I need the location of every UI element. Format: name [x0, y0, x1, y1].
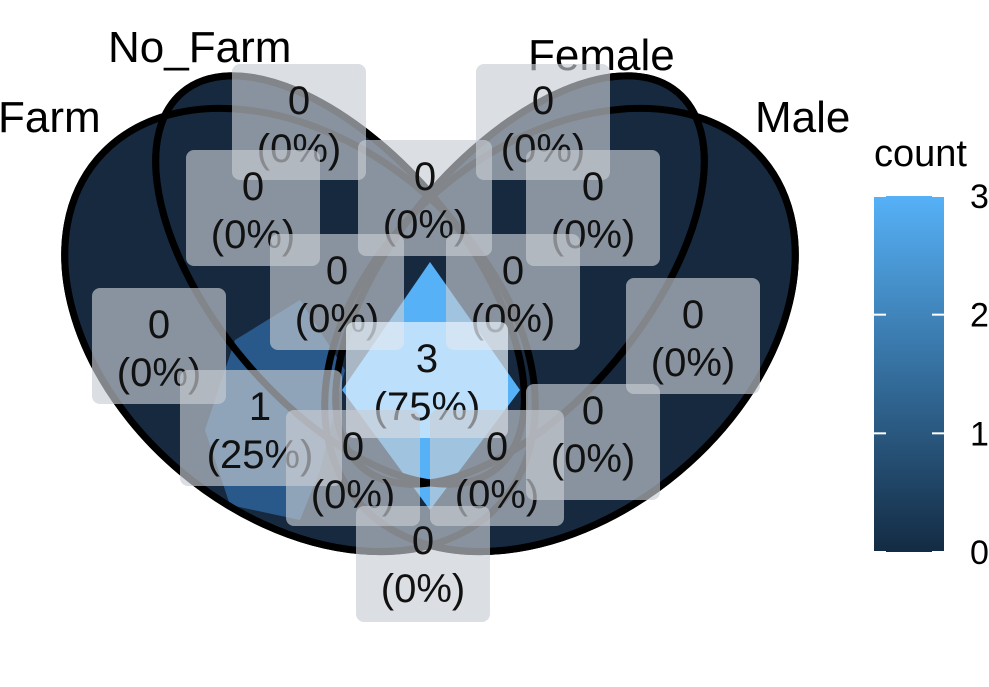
- region-label-farm-male: 0 (0%): [526, 384, 660, 500]
- region-count: 0: [148, 303, 170, 347]
- region-count: 3: [416, 337, 438, 381]
- region-count: 0: [414, 155, 436, 199]
- region-labels: 0 (0%) 0 (0%) 0 (0%) 0 (0%) 0 (0%): [92, 64, 760, 622]
- region-count: 0: [486, 425, 508, 469]
- legend-colorbar: [874, 196, 944, 552]
- legend-ticks: 0 1 2 3: [874, 178, 989, 572]
- region-percent: (0%): [651, 341, 735, 385]
- region-label-nofarm-female-right: 0 (0%): [446, 234, 580, 350]
- region-count: 0: [412, 519, 434, 563]
- set-label-male: Male: [755, 93, 850, 142]
- region-count: 1: [249, 385, 271, 429]
- region-count: 0: [502, 249, 524, 293]
- region-count: 0: [242, 165, 264, 209]
- region-percent: (0%): [381, 567, 465, 611]
- region-label-nofarm-male: 0 (0%): [356, 506, 490, 622]
- color-legend: count 0 1 2 3: [874, 133, 989, 572]
- region-label-male-only: 0 (0%): [626, 278, 760, 394]
- region-count: 0: [532, 79, 554, 123]
- region-count: 0: [582, 389, 604, 433]
- set-label-farm: Farm: [0, 93, 101, 142]
- region-label-all-four: 3 (75%): [346, 322, 508, 438]
- region-percent: (0%): [551, 437, 635, 481]
- region-label-nofarm-female-left: 0 (0%): [270, 234, 404, 350]
- region-count: 0: [342, 425, 364, 469]
- region-count: 0: [682, 293, 704, 337]
- legend-tick-label: 2: [970, 297, 989, 335]
- legend-title: count: [874, 133, 967, 175]
- region-count: 0: [582, 165, 604, 209]
- region-count: 0: [326, 249, 348, 293]
- legend-tick-label: 1: [970, 415, 989, 453]
- legend-tick-label: 0: [970, 534, 989, 572]
- legend-tick-label: 3: [970, 178, 989, 216]
- set-label-nofarm: No_Farm: [108, 23, 291, 72]
- region-count: 0: [288, 79, 310, 123]
